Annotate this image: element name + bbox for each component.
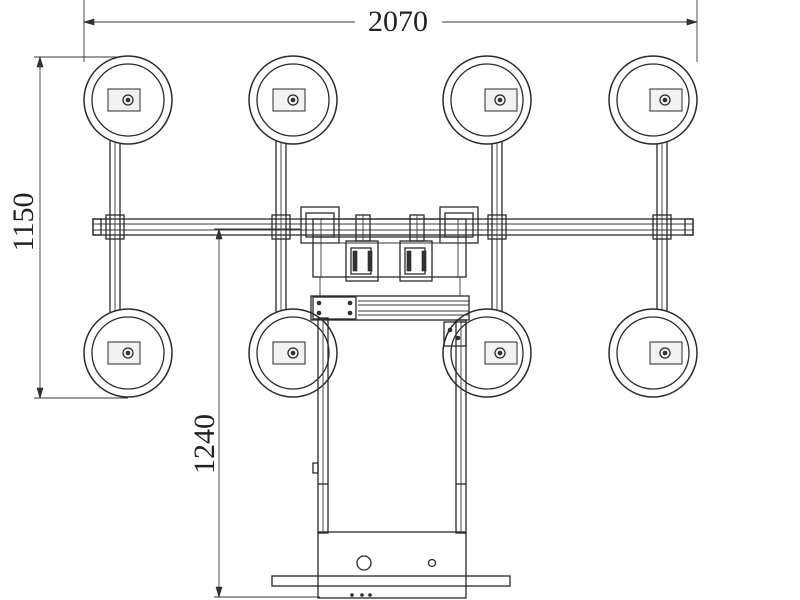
height-label: 1150 (7, 193, 40, 252)
suction-pad-top-3 (442, 55, 532, 145)
width-label: 2070 (368, 5, 428, 38)
suction-pad-top-2 (248, 55, 338, 145)
suction-pad-bottom-2 (248, 308, 338, 398)
cross-beam (92, 218, 694, 236)
depth-dimension: 1240 (188, 227, 320, 599)
control-box (271, 531, 511, 599)
width-dimension: 2070 (82, 0, 699, 62)
suction-pad-bottom-4 (608, 308, 698, 398)
pad-arms (105, 79, 672, 383)
suction-pad-bottom-1 (83, 308, 173, 398)
suction-pad-bottom-3 (442, 308, 532, 398)
handle-tubes (312, 317, 467, 534)
suction-pad-top-1 (83, 55, 173, 145)
height-dimension: 1150 (7, 55, 128, 400)
depth-label: 1240 (188, 414, 221, 474)
suction-pad-top-4 (608, 55, 698, 145)
central-mechanism (300, 206, 479, 347)
